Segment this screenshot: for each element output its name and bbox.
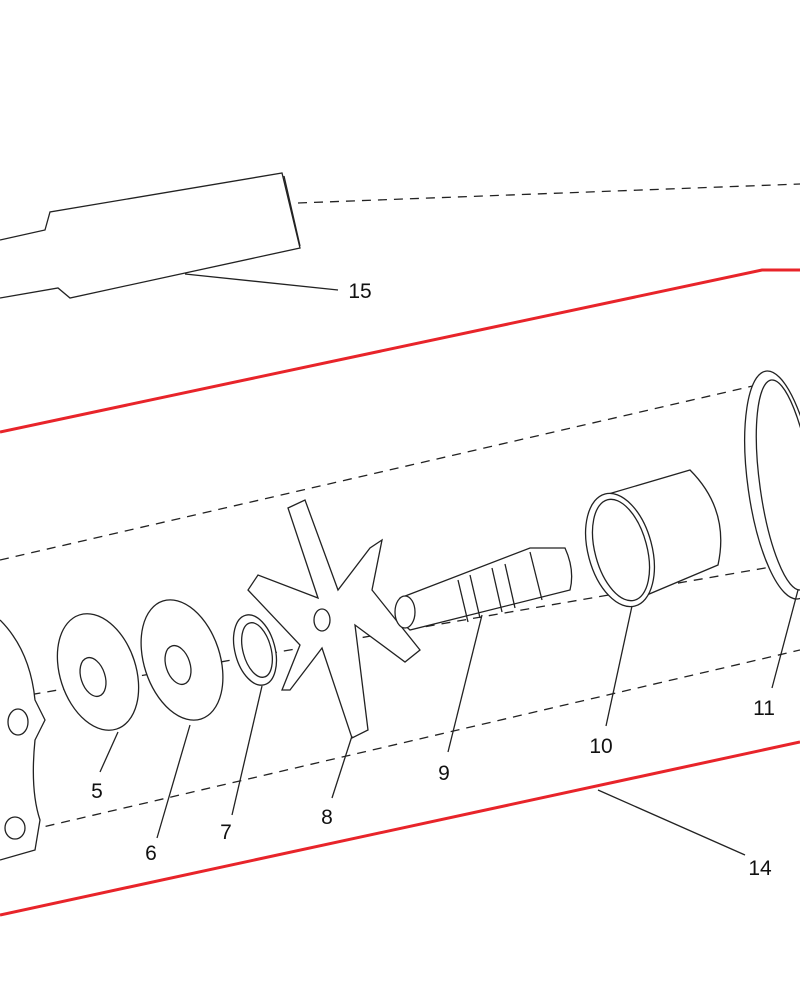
part-14-outline xyxy=(0,268,800,917)
part-8-impeller xyxy=(247,499,421,799)
part-11-ring xyxy=(744,370,800,689)
leader-14 xyxy=(597,789,746,856)
leader-15 xyxy=(184,273,339,291)
label-7: 7 xyxy=(220,821,232,844)
part-9-shaft xyxy=(394,547,573,753)
part-5-washer xyxy=(56,613,140,773)
label-9: 9 xyxy=(438,762,450,785)
label-10: 10 xyxy=(589,735,612,758)
label-5: 5 xyxy=(91,780,103,803)
part-15-tube xyxy=(0,172,800,299)
label-14: 14 xyxy=(748,857,772,880)
label-6: 6 xyxy=(145,842,157,865)
part-6-washer xyxy=(140,599,224,839)
bracket-part xyxy=(0,619,46,861)
part-7-ring xyxy=(231,614,278,816)
label-8: 8 xyxy=(321,806,333,829)
label-15: 15 xyxy=(348,280,371,303)
part-10-sleeve xyxy=(584,469,722,727)
label-11: 11 xyxy=(753,697,775,720)
